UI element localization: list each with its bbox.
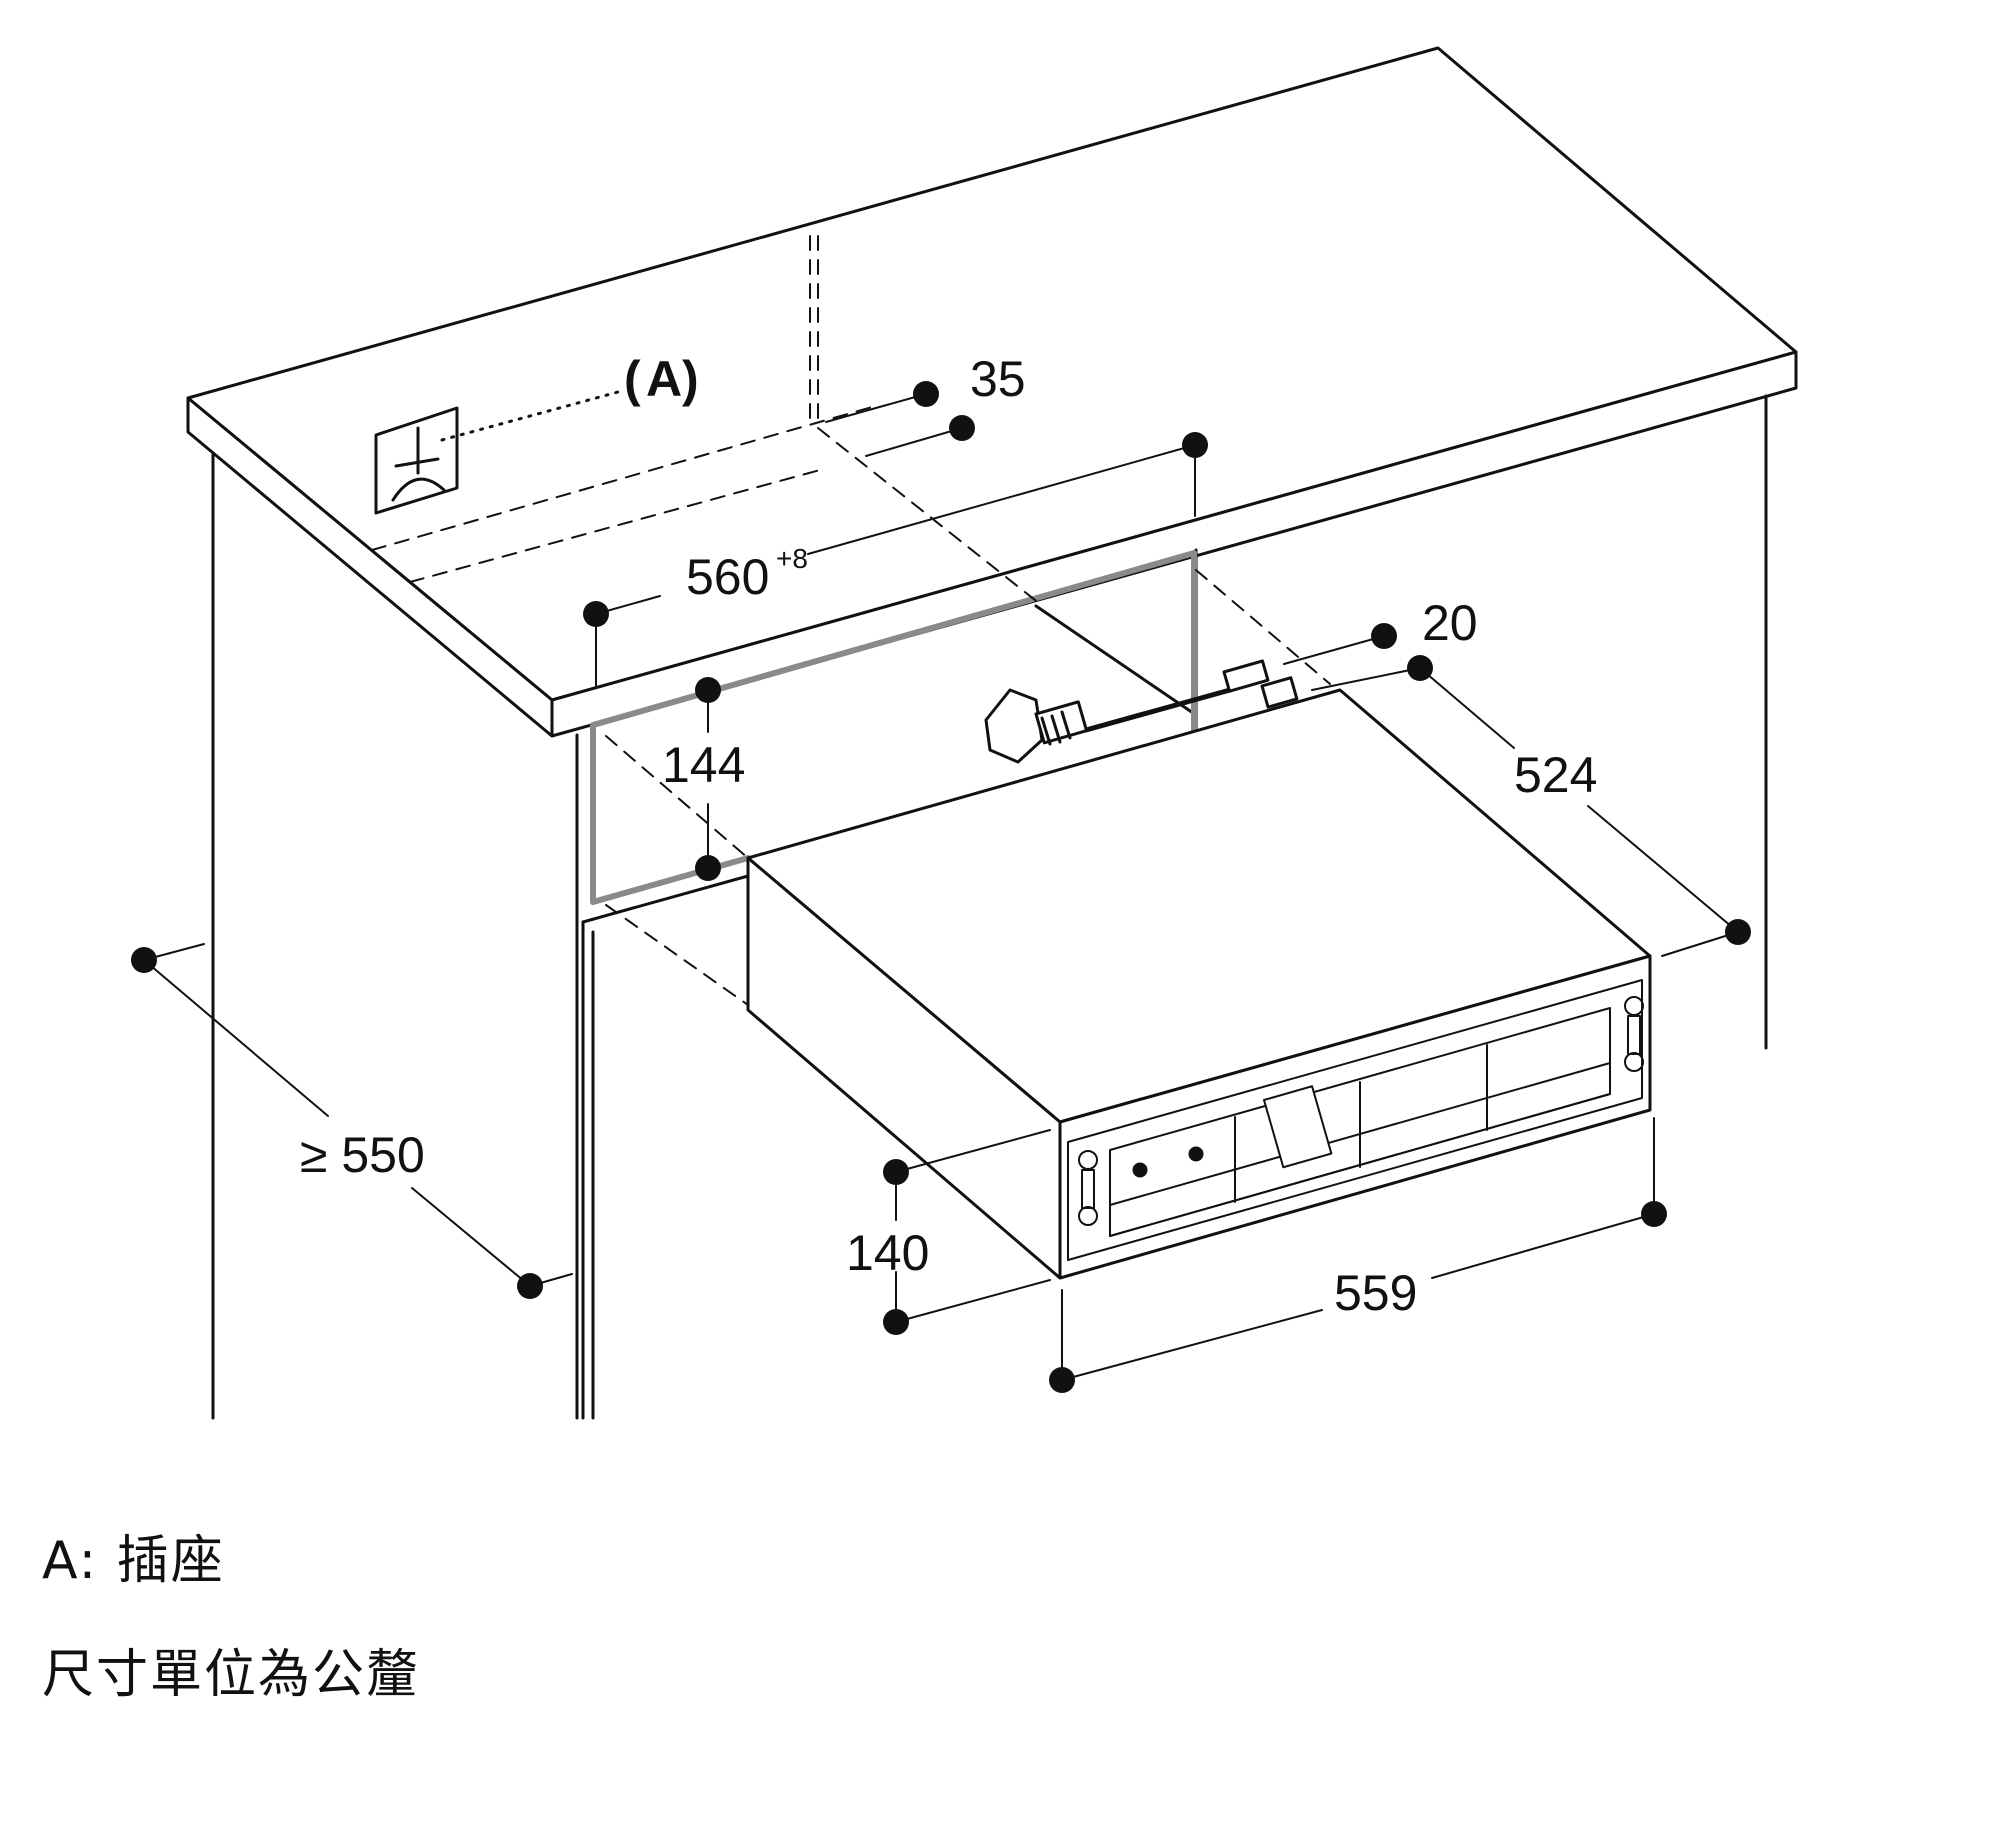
socket-symbol	[374, 406, 459, 515]
cabinet-structure	[211, 394, 1768, 1420]
power-cable	[984, 659, 1299, 764]
appliance-front-face	[1058, 954, 1652, 1280]
legend-units: 尺寸單位為公釐	[42, 1645, 421, 1705]
dimension-20: 20	[1283, 595, 1478, 691]
dimension-524: 524	[1419, 667, 1751, 957]
niche-opening-outline	[590, 550, 1197, 905]
dimension-label-559: 559	[1334, 1265, 1417, 1321]
dimension-label-560: 560	[686, 549, 769, 605]
control-knob-left	[1132, 1162, 1148, 1178]
dimension-560: 560 +8	[583, 432, 1208, 687]
dimension-label-140: 140	[846, 1225, 929, 1281]
control-knob-right	[1188, 1146, 1204, 1162]
dimension-550: ≥ 550	[131, 943, 573, 1299]
dimension-label-35: 35	[970, 351, 1026, 407]
dimension-35: 35	[825, 351, 1026, 457]
hidden-lines	[371, 235, 1331, 1006]
dimension-label-144: 144	[662, 737, 745, 793]
dimension-label-550: ≥ 550	[300, 1127, 425, 1183]
warming-drawer-appliance	[746, 688, 1652, 1280]
dimension-tolerance-560: +8	[776, 543, 808, 574]
dimension-label-20: 20	[1422, 595, 1478, 651]
dimension-140: 140	[846, 1129, 1051, 1335]
legend-socket: A: 插座	[42, 1531, 225, 1591]
dimension-559: 559	[1049, 1117, 1667, 1393]
countertop	[186, 46, 1798, 738]
dimension-144: 144	[662, 677, 745, 881]
callout-label: A	[646, 351, 682, 407]
dimension-label-524: 524	[1514, 747, 1597, 803]
socket-leader-dotted	[440, 390, 620, 442]
callout-close-paren: )	[682, 351, 699, 407]
callout-open-paren: (	[624, 351, 641, 407]
countertop-side-edge	[186, 396, 554, 738]
